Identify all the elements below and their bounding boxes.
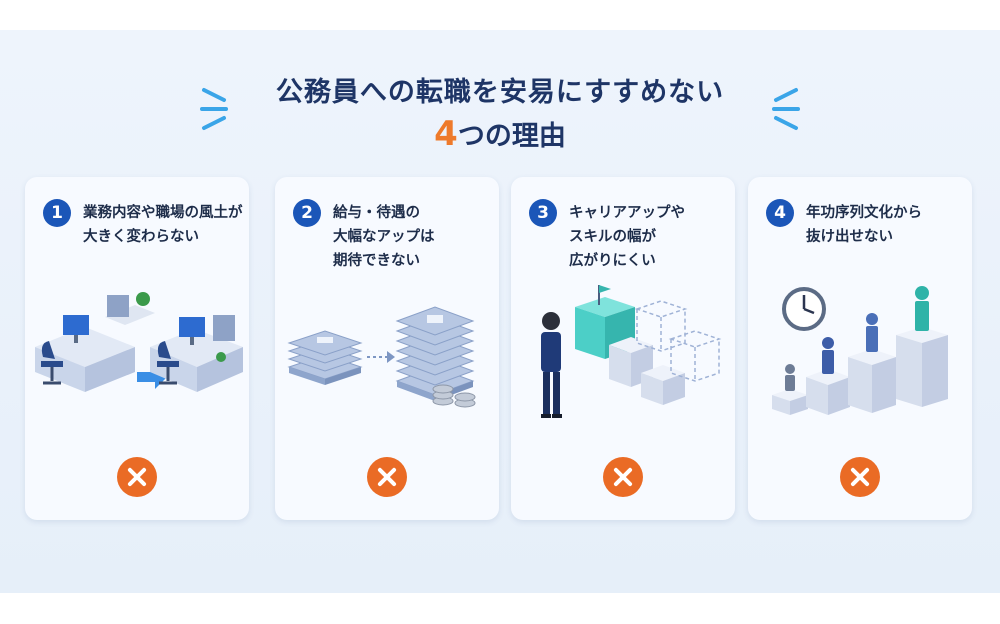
reason-label-line: 広がりにくい (569, 253, 656, 269)
reason-label-line: 期待できない (333, 253, 420, 269)
reason-label: 年功序列文化から 抜け出せない (806, 201, 966, 249)
reason-card-2: 2 給与・待遇の 大幅なアップは 期待できない (275, 177, 499, 520)
reason-count: 4 (434, 114, 458, 154)
reason-label-line: スキルの幅が (569, 229, 656, 245)
cross-mark-icon (603, 457, 643, 497)
cross-mark-icon (117, 457, 157, 497)
reason-number-badge: 4 (766, 199, 794, 227)
reason-label: 業務内容や職場の風土が 大きく変わらない (83, 201, 243, 249)
seniority-podium-icon (772, 286, 948, 415)
reason-label-line: 業務内容や職場の風土が (83, 205, 243, 221)
left-sparkle-icon (200, 88, 228, 130)
money-stacks-icon (287, 306, 476, 408)
reason-label-line: 大幅なアップは (333, 229, 435, 245)
office-desks-icon (35, 292, 243, 392)
right-sparkle-icon (772, 88, 800, 130)
reason-label-line: 大きく変わらない (83, 229, 199, 245)
reason-number-badge: 2 (293, 199, 321, 227)
subtitle-text: つの理由 (457, 121, 566, 152)
reason-label-line: 給与・待遇の (333, 205, 420, 221)
reason-label: 給与・待遇の 大幅なアップは 期待できない (333, 201, 493, 273)
career-steps-icon (541, 285, 722, 418)
cross-mark-icon (840, 457, 880, 497)
reason-number-badge: 1 (43, 199, 71, 227)
reason-card-1: 1 業務内容や職場の風土が 大きく変わらない (25, 177, 249, 520)
reason-label-line: 年功序列文化から (806, 205, 922, 221)
cross-mark-icon (367, 457, 407, 497)
reason-label-line: キャリアアップや (569, 205, 685, 221)
reason-label-line: 抜け出せない (806, 229, 893, 245)
page-subtitle: 4つの理由 (0, 114, 1000, 154)
page-title: 公務員への転職を安易にすすめない (275, 77, 725, 108)
reason-label: キャリアアップや スキルの幅が 広がりにくい (569, 201, 729, 273)
reason-card-3: 3 キャリアアップや スキルの幅が 広がりにくい (511, 177, 735, 520)
reason-number-badge: 3 (529, 199, 557, 227)
reason-card-4: 4 年功序列文化から 抜け出せない (748, 177, 972, 520)
